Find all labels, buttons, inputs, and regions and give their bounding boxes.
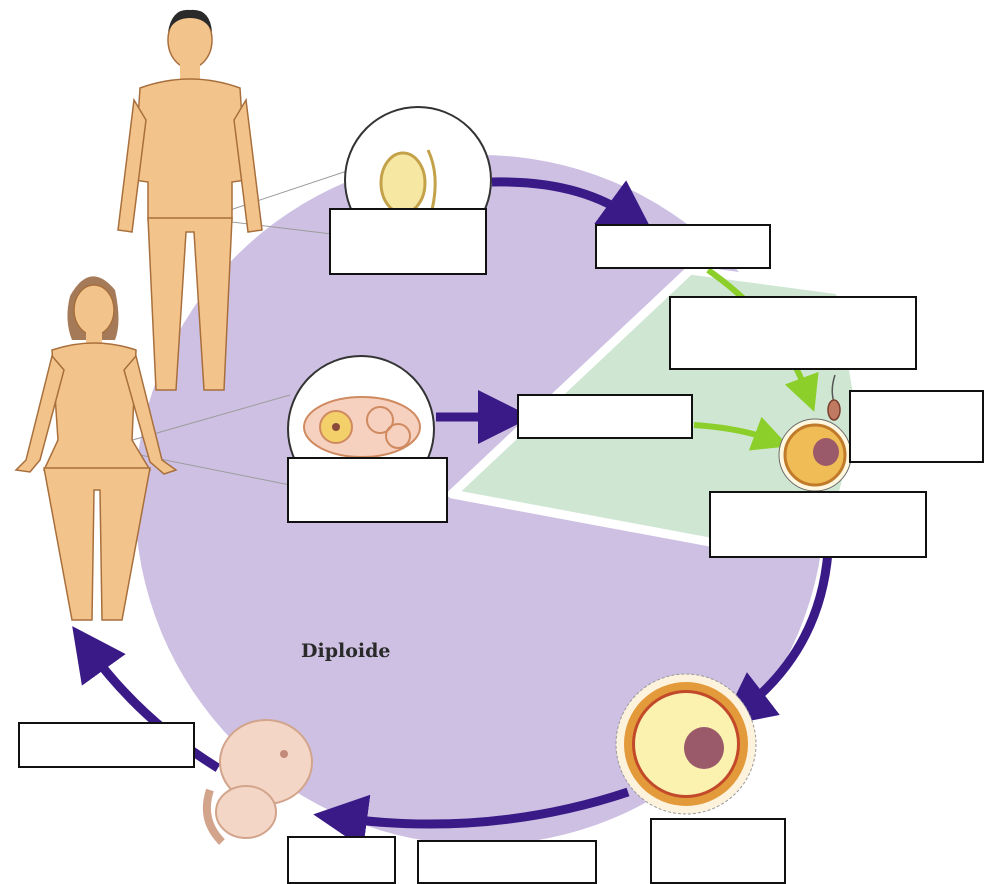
cleavage-illustration: [616, 674, 756, 814]
fertilization-label-box[interactable]: [849, 390, 984, 463]
embryo-illustration: [207, 720, 312, 842]
diploid-label: Diploide: [301, 640, 390, 662]
sperm-label-box[interactable]: [595, 224, 771, 269]
meiosis-label-box[interactable]: [669, 296, 917, 370]
mitosis-label-box-2[interactable]: [417, 840, 597, 884]
mitosis-label-box-1[interactable]: [287, 836, 396, 884]
embryo-label-box[interactable]: [650, 818, 786, 884]
egg-label-box[interactable]: [517, 394, 693, 439]
ovary-label-box[interactable]: [287, 457, 448, 523]
zygote-illustration: [779, 419, 851, 491]
growth-label-box[interactable]: [18, 722, 195, 768]
testis-label-box[interactable]: [329, 208, 487, 275]
zygote-label-box[interactable]: [709, 491, 927, 558]
